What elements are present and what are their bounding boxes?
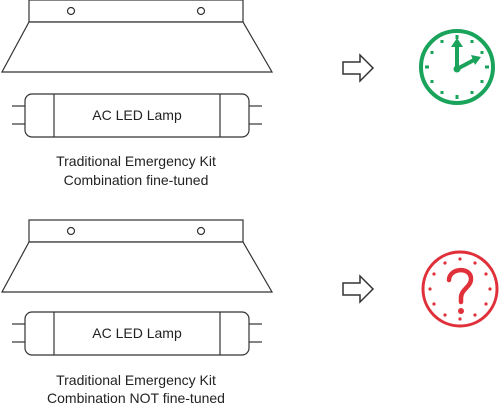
clock-tick xyxy=(455,95,459,99)
fixture-screw-hole xyxy=(66,6,76,16)
fixture-top-plate xyxy=(28,0,244,23)
clock-tick xyxy=(470,40,474,43)
tube-lamp xyxy=(12,93,262,138)
clock-tick xyxy=(440,91,444,94)
clock-tick xyxy=(458,317,462,321)
clock-tick xyxy=(428,287,432,291)
question-mark-dot xyxy=(458,308,464,314)
clock-tick xyxy=(458,257,462,261)
clock-ticks xyxy=(425,35,489,99)
clock-tick xyxy=(443,261,447,265)
clock-tick xyxy=(432,272,436,276)
clock-tick xyxy=(480,51,484,54)
question-clock-icon xyxy=(421,250,499,328)
panel-fine-tuned: AC LED Lamp Traditional Emergency Kit Co… xyxy=(0,0,495,188)
clock-tick xyxy=(488,287,492,291)
arrow-right-icon xyxy=(342,53,375,83)
fixture-reflector xyxy=(0,241,274,293)
clock-ticks xyxy=(428,257,492,321)
clock-tick xyxy=(480,80,484,83)
lamp-tube xyxy=(24,311,250,356)
lamp-tube xyxy=(24,93,250,138)
lamp-label: AC LED Lamp xyxy=(92,107,182,123)
fixture-top-plate xyxy=(28,219,244,243)
light-fixture xyxy=(0,219,274,293)
tube-lamp xyxy=(12,311,262,356)
fixture-screw-hole xyxy=(66,226,76,236)
clock-tick xyxy=(430,80,434,83)
caption-line-2: Combination NOT fine-tuned xyxy=(47,390,225,406)
clock-tick xyxy=(443,313,447,317)
clock-center xyxy=(453,65,461,73)
lamp-label: AC LED Lamp xyxy=(92,325,182,341)
arrow-right-icon xyxy=(342,274,375,304)
clock-minute-hand-tip xyxy=(471,55,481,65)
clock-icon xyxy=(419,29,495,105)
fixture-reflector xyxy=(0,21,274,73)
caption-line-1: Traditional Emergency Kit xyxy=(56,372,216,388)
clock-tick xyxy=(473,313,477,317)
clock-tick xyxy=(484,272,488,276)
clock-tick xyxy=(470,91,474,94)
clock-tick xyxy=(430,51,434,54)
question-mark-icon xyxy=(446,267,474,305)
fixture-screw-hole xyxy=(196,6,206,16)
clock-tick xyxy=(455,35,459,39)
clock-tick xyxy=(432,302,436,306)
clock-face xyxy=(421,250,499,328)
clock-tick xyxy=(473,261,477,265)
clock-hour-hand-tip xyxy=(451,38,463,47)
clock-tick xyxy=(484,302,488,306)
light-fixture xyxy=(0,0,274,73)
caption-line-1: Traditional Emergency Kit xyxy=(56,153,216,169)
fixture-screw-hole xyxy=(196,226,206,236)
clock-tick xyxy=(440,40,444,43)
clock-tick xyxy=(485,65,489,69)
clock-tick xyxy=(425,65,429,69)
caption-line-2: Combination fine-tuned xyxy=(64,172,209,188)
panel-not-fine-tuned: AC LED Lamp Traditional Emergency Kit Co… xyxy=(0,219,499,406)
